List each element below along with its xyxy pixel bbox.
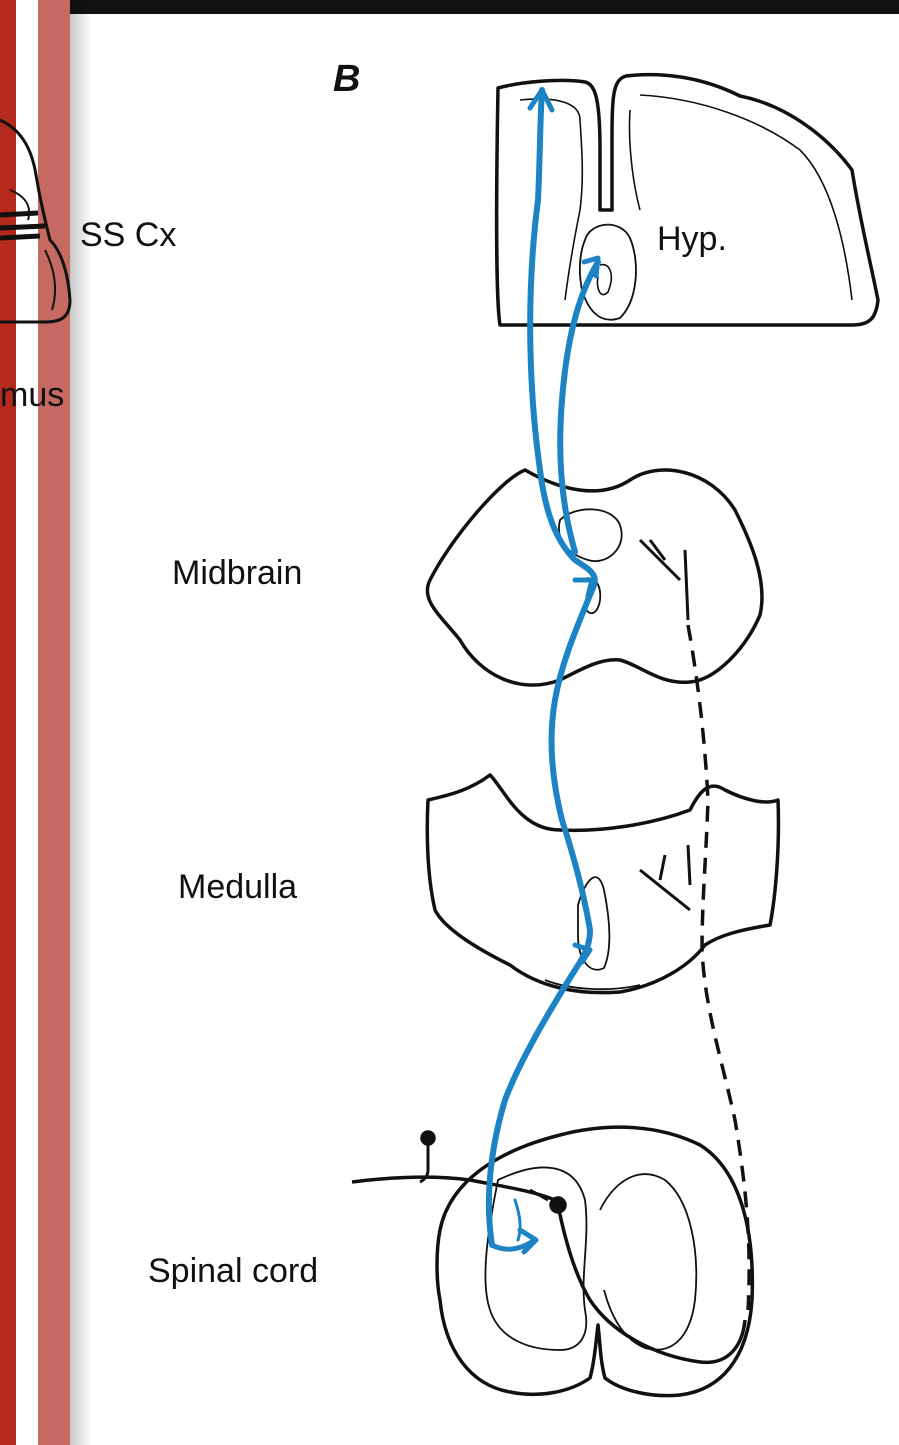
spinal-cord-section [352,1127,752,1395]
ss-cx-label: SS Cx [80,216,176,254]
midbrain-label: Midbrain [172,554,302,592]
spinal-cord-label: Spinal cord [148,1252,318,1290]
thalamus-label-fragment: mus [0,376,64,414]
medulla-label: Medulla [178,868,297,906]
hyp-label: Hyp. [657,220,727,258]
panel-a-fragment [0,120,70,322]
forebrain-section [497,75,878,325]
dashed-descending-pathway [688,625,749,1310]
medulla-section [427,775,778,993]
panel-letter: B [333,58,360,101]
